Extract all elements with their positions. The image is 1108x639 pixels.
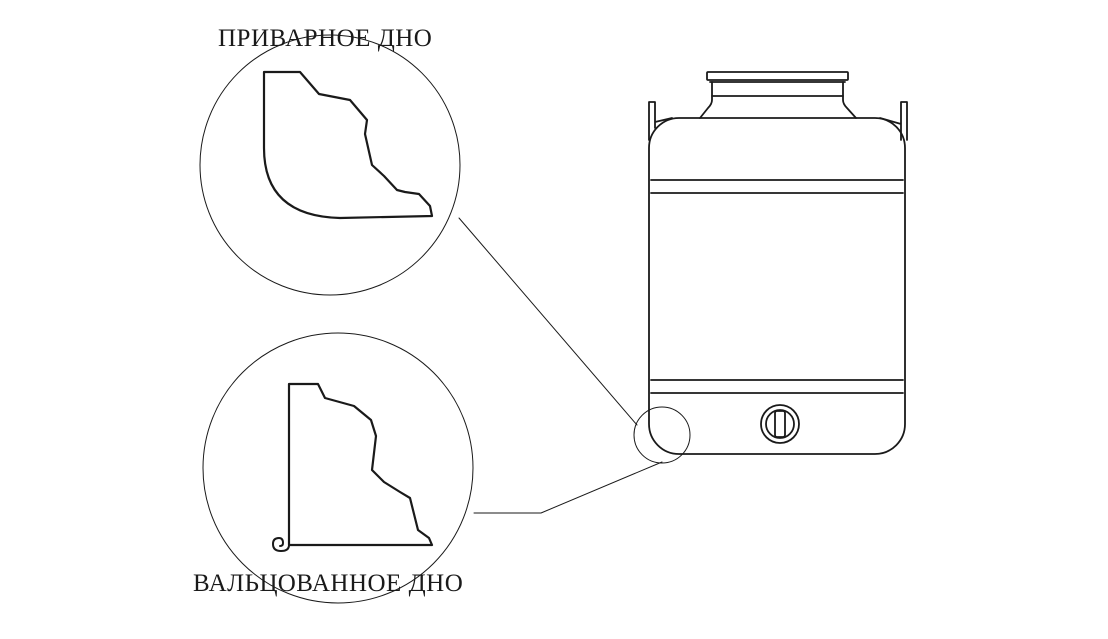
leader-lines bbox=[458, 217, 663, 514]
valve-handle bbox=[774, 410, 786, 438]
barrel-body bbox=[648, 117, 906, 455]
valve-outer-ring bbox=[760, 404, 800, 444]
detail-welded-bottom bbox=[199, 34, 461, 296]
magnifier-circle bbox=[633, 406, 691, 464]
leader-line-welded bbox=[458, 217, 638, 426]
barrel bbox=[648, 71, 908, 455]
detail-circle-rolled bbox=[202, 332, 474, 604]
barrel-handle-left bbox=[648, 101, 673, 141]
barrel-neck bbox=[699, 81, 857, 119]
rolled-bottom-profile bbox=[287, 382, 434, 547]
detail-circle-welded bbox=[199, 34, 461, 296]
barrel-valve bbox=[760, 404, 800, 444]
rolled-bottom-label: ВАЛЬЦОВАННОЕ ДНО bbox=[193, 570, 464, 597]
valve-inner-ring bbox=[765, 409, 795, 439]
leader-line-rolled bbox=[473, 461, 663, 514]
welded-bottom-label: ПРИВАРНОЕ ДНО bbox=[218, 25, 433, 52]
barrel-handle-right bbox=[879, 101, 908, 141]
rolled-seam-curl bbox=[272, 537, 290, 552]
welded-bottom-profile bbox=[262, 70, 434, 220]
barrel-lid-top bbox=[706, 71, 849, 81]
detail-rolled-bottom bbox=[202, 332, 474, 604]
